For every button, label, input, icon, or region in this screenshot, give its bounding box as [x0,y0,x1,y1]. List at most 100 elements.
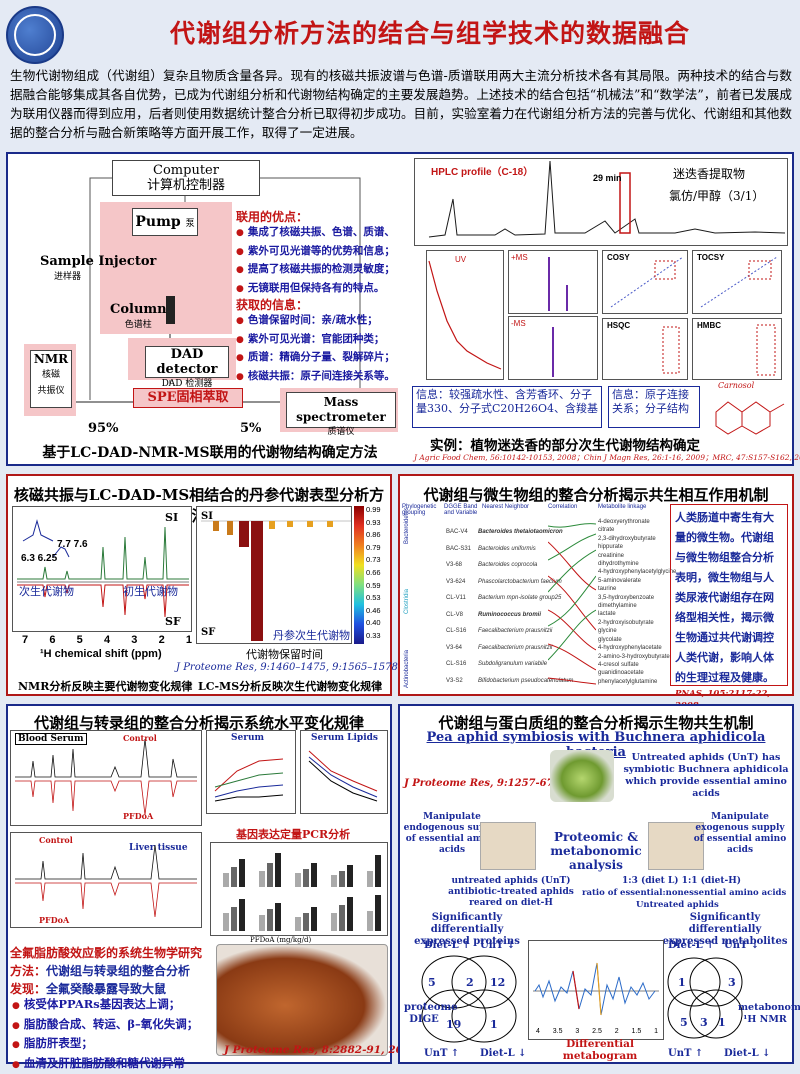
venn-right-num: 3 [700,1016,708,1029]
control-label: Control [123,733,157,743]
uv-trace [427,251,503,379]
ms-pos-label: +MS [511,253,528,262]
extract-label-2: 氯仿/甲醇（3/1） [669,187,764,204]
band-item: BAC-S31 [446,541,471,558]
xtick: 1 [654,1028,658,1035]
aphid-photo [550,750,614,802]
nmr-xaxis-ticks: 7 6 5 4 3 2 1 [22,634,192,646]
lcms-bars [197,507,351,643]
xtick: 4 [104,634,110,646]
metabolite-item: phenylacetylglutamine [598,678,676,686]
colorbar-tick: 0.33 [366,630,381,643]
colorbar-labels: 0.99 0.93 0.86 0.79 0.73 0.66 0.59 0.53 … [366,504,381,643]
pump-box: Pump 泵 [132,208,198,236]
ms-neg-label: -MS [511,319,526,328]
metabogram-xticks: 4 3.5 3 2.5 2 1.5 1 [536,1028,658,1035]
venn-left-tl: Diet-L ↑ [424,940,471,951]
blood-serum-label: Blood Serum [15,733,87,745]
venn-left-num: 12 [490,976,505,989]
colorbar-tick: 0.66 [366,567,381,580]
xtick: 1.5 [631,1028,641,1035]
nmr-label-en: NMR [31,351,71,367]
ratio-label: 1:3 (diet L) 1:1 (diet-H) [622,876,741,886]
nmr-traces [13,507,191,631]
finding-item: 脂肪肝表型； [12,1035,198,1055]
method-label: 方法： [10,964,46,978]
venn-right-num: 1 [678,976,686,989]
xtick: 6 [49,634,55,646]
venn-right [664,952,744,1048]
finding-label: 发现： [10,982,46,996]
ms-pos-spectrum: +MS [508,250,598,314]
band-item: V3-64 [446,640,471,657]
sf-label-left: SF [165,615,181,628]
caption-lcms: LC-MS分析反映次生代谢物变化规律 [198,678,382,694]
metabolite-item: lactate [598,610,676,618]
carnosol-structure [706,388,790,436]
venn-left-num: 5 [428,976,436,989]
liver-tissue-label: Liver tissue [129,843,188,853]
liver-pathway-diagram [216,944,388,1056]
column-label-zh: 色谱柱 [110,317,167,330]
center-analysis-label: Proteomic & metabonomic analysis [546,830,646,872]
cosy-label: COSY [607,253,630,262]
microbiome-table: Phylogenetic grouping DGGE Band and Vari… [402,504,664,690]
advantage-item: 提高了核磁共振的检测灵敏度； [236,261,395,280]
pct-right: 5% [240,421,261,436]
finding-text: 全氟癸酸暴露导致大鼠 [46,982,166,996]
metabolite-item: citrate [598,526,676,534]
min-label: 29 min [593,173,622,183]
band-item: V3-624 [446,574,471,591]
dad-label-en: DAD detector [146,347,228,377]
pfdoa-label-1: PFDoA [123,811,153,821]
microbiome-note: 人类肠道中寄生有大量的微生物。代谢组与微生物组整合分析表明，微生物组与人类尿液代… [670,504,788,686]
hplc-chromatogram: HPLC profile（C-18） 29 min 迷迭香提取物 氯仿/甲醇（3… [414,158,788,246]
injector-label-en: Sample Injector [40,254,156,269]
serum-line-chart: Serum [206,730,296,814]
si-label-left: SI [165,511,178,524]
caption-nmr: NMR分析反映主要代谢物变化规律 [18,678,192,694]
nmr-xaxis-label: ¹H chemical shift (ppm) [40,648,162,660]
untreated-vs-treated: untreated aphids (UnT) antibiotic-treate… [446,876,576,909]
advantages-list: 集成了核磁共振、色谱、质谱、 紫外可见光谱等的优势和信息； 提高了核磁共振的检测… [236,224,395,298]
band-item: BAC-V4 [446,524,471,541]
serum-lipids-label: Serum Lipids [311,733,378,743]
tocsy-label: TOCSY [697,253,724,262]
xtick: 5 [77,634,83,646]
hsqc-spectrum: HSQC [602,318,688,380]
finding-line: 发现：全氟癸酸暴露导致大鼠 [10,980,166,997]
xtick: 7 [22,634,28,646]
metabolite-item: guanidinoacetate [598,669,676,677]
venn-right-tr: UnT ↓ [724,940,759,951]
colorbar-tick: 0.59 [366,580,381,593]
col-header: Nearest Neighbor [482,504,542,510]
colorbar-tick: 0.46 [366,605,381,618]
venn-right-tl: Diet-L ↑ [668,940,715,951]
metabolite-item: 2,3-dihydroxybutyrate [598,535,676,543]
pcr-bars [211,843,387,935]
metabolite-list: 4-deoxyerythronate citrate 2,3-dihydroxy… [598,518,676,686]
differential-metabogram-label: Differential metabogram [560,1038,640,1062]
finding-item: 血清及肝脏脂肪酸和糖代谢异常 [12,1055,198,1074]
advantages-title: 联用的优点： [236,208,308,225]
finding-bullets: 核受体PPARs基因表达上调； 脂肪酸合成、转运、β–氧化失调； 脂肪肝表型； … [12,996,198,1074]
ms-label-zh: 质谱仪 [287,425,395,440]
panel3-title: 代谢组与微生物组的整合分析揭示共生相互作用机制 [402,484,790,505]
nmr-label-zh1: 核磁 [31,367,71,383]
venn-right-num: 5 [680,1016,688,1029]
serum-lipids-chart: Serum Lipids [300,730,388,814]
pcr-bar-chart [210,842,388,936]
venn-left [414,952,524,1048]
col-header: Correlation [548,504,588,510]
injector-label-zh: 进样器 [54,269,156,282]
tocsy-spectrum: TOCSY [692,250,782,314]
peaks-label-1: 7.7 7.6 [57,539,88,550]
venn-left-num: 1 [490,1018,498,1031]
uv-spectrum: UV [426,250,504,380]
intro-paragraph: 生物代谢物组成（代谢组）复杂且物质含量各异。现有的核磁共振波谱与色谱-质谱联用两… [10,66,792,142]
hplc-label: HPLC profile（C-18） [431,163,533,178]
ms-box: Mass spectrometer 质谱仪 [286,392,396,428]
metabonome-nmr-label: metabonome ¹H NMR [738,1002,792,1026]
panel2-reference: J Proteome Res, 9:1460–1475, 9:1565–1578… [176,662,430,673]
pfdoa-label-2: PFDoA [39,915,69,925]
